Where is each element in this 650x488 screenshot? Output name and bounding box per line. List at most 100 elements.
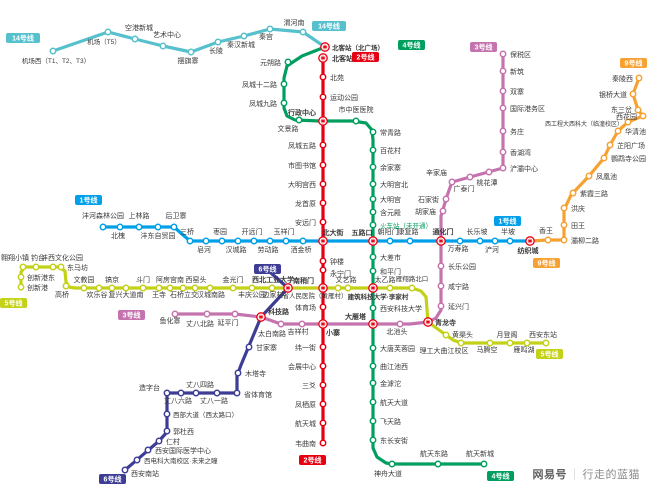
station-label: 三桥 [180, 227, 194, 236]
line-badge-label: 4号线 [492, 472, 510, 481]
station-dot [280, 80, 288, 88]
station-dot [499, 67, 507, 75]
station-dot [62, 282, 70, 290]
station-label: 丈八四路 [186, 380, 214, 389]
station-dot [57, 263, 65, 271]
station-label: 含元殿 [380, 208, 401, 217]
station-label: 木塔寺 [245, 369, 266, 378]
station-dot [245, 343, 253, 351]
layer-stations [17, 25, 647, 474]
station-label: 西北工业大学 [252, 275, 294, 284]
station-dot [491, 237, 499, 245]
station-label: 永宁门 [330, 269, 351, 278]
station-dot [298, 320, 306, 328]
station-dot [334, 284, 342, 292]
station-dot [635, 74, 643, 82]
station-dot [191, 284, 199, 292]
station-label: 沣河森林公园 [82, 211, 124, 220]
station-label: 航天新城 [466, 449, 494, 458]
station-label: 艺术中心 [153, 30, 181, 39]
line-badge-3号线: 3号线 [470, 42, 497, 52]
line-badge-label: 4号线 [403, 41, 421, 50]
station-label: 凤凰池 [596, 172, 617, 181]
layer-line-badges: 14号线14号线2号线2号线1号线1号线3号线3号线4号线4号线5号线5号线6号… [0, 21, 647, 484]
station-dot [523, 339, 531, 347]
station-label: 甘家寨 [256, 343, 277, 352]
station-label: 北槐 [111, 231, 125, 240]
station-dot [457, 339, 465, 347]
station-label: 王寺 [152, 291, 166, 299]
station-dot [250, 237, 258, 245]
station-label: 西工程大西科大（临潼校区） [545, 120, 623, 128]
station-dot [634, 106, 642, 114]
station-dot [268, 284, 276, 292]
line-badge-label: 14号线 [318, 22, 340, 31]
station-label: 凤城九路 [249, 99, 277, 108]
station-label: 体育场 [295, 303, 316, 312]
station-label: 朝阳门 [378, 227, 399, 236]
station-dot [202, 237, 210, 245]
transfer-station-icon [368, 319, 378, 329]
station-label: 文景路 [278, 124, 299, 133]
station-dot [560, 236, 568, 244]
station-dot [606, 141, 614, 149]
line-badge-3号线: 3号线 [118, 310, 145, 320]
station-label: 吉祥村 [288, 327, 309, 336]
station-dot [319, 303, 327, 311]
station-label: 大差市 [380, 253, 401, 262]
station-dot [442, 331, 450, 339]
station-label: 创新港 [27, 283, 48, 292]
station-label: 新筑 [510, 67, 524, 76]
station-dot [369, 146, 377, 154]
station-dot [49, 263, 57, 271]
station-label: 西安东站 [529, 330, 557, 339]
station-label: 太乙路 [375, 275, 396, 284]
station-label: 万寿路 [448, 244, 469, 253]
station-dot [171, 310, 179, 318]
transfer-station-icon [320, 42, 330, 52]
line-badge-label: 5号线 [541, 350, 559, 359]
station-label: 沣西文化公园 [41, 253, 83, 262]
line-badge-5号线: 5号线 [536, 349, 563, 359]
station-label: 桃花潭 [477, 178, 498, 187]
station-label: 浐灞中心 [510, 164, 538, 173]
station-label: 机场西（T1、T2、T3） [22, 56, 90, 65]
station-label: 市图书馆 [288, 161, 316, 170]
station-label: 沣东自贸园 [141, 231, 176, 240]
station-label: 青龙寺 [435, 318, 456, 327]
station-dot [369, 436, 377, 444]
station-label: 黄渠头 [452, 330, 473, 339]
station-label: 皂河 [197, 245, 211, 254]
station-label: 延兴门 [448, 302, 469, 311]
station-dot [542, 339, 550, 347]
station-dot [499, 127, 507, 135]
watermark: 网易号｜行走的蓝猫 [533, 466, 641, 482]
station-label: 务庄 [510, 127, 524, 136]
station-dot [319, 161, 327, 169]
station-label: 凤城十二路 [242, 80, 277, 89]
transfer-station-icon [318, 319, 328, 329]
station-label: 华清池 [625, 127, 646, 136]
station-label: 科技路 [268, 307, 290, 316]
station-dot [369, 128, 377, 136]
station-dot [203, 310, 211, 318]
line-badge-label: 1号线 [80, 196, 98, 205]
station-label: 开远门 [242, 227, 263, 236]
station-label: 纬一街 [295, 343, 316, 352]
line-badge-label: 1号线 [499, 217, 517, 226]
line-badge-label: 6号线 [259, 265, 277, 274]
station-dot [499, 164, 507, 172]
station-label: 郭杜西 [173, 427, 194, 436]
station-dot [408, 284, 416, 292]
station-dot [17, 273, 25, 281]
line-badge-14号线: 14号线 [6, 33, 40, 43]
station-dot [319, 93, 327, 101]
station-dot [163, 427, 171, 435]
line-badge-label: 2号线 [357, 53, 375, 62]
station-label: 大明宫 [380, 195, 401, 204]
station-label: 纺织城 [518, 246, 539, 255]
station-dot [386, 284, 394, 292]
station-dot [544, 236, 552, 244]
station-dot [299, 28, 307, 36]
station-dot [108, 284, 116, 292]
